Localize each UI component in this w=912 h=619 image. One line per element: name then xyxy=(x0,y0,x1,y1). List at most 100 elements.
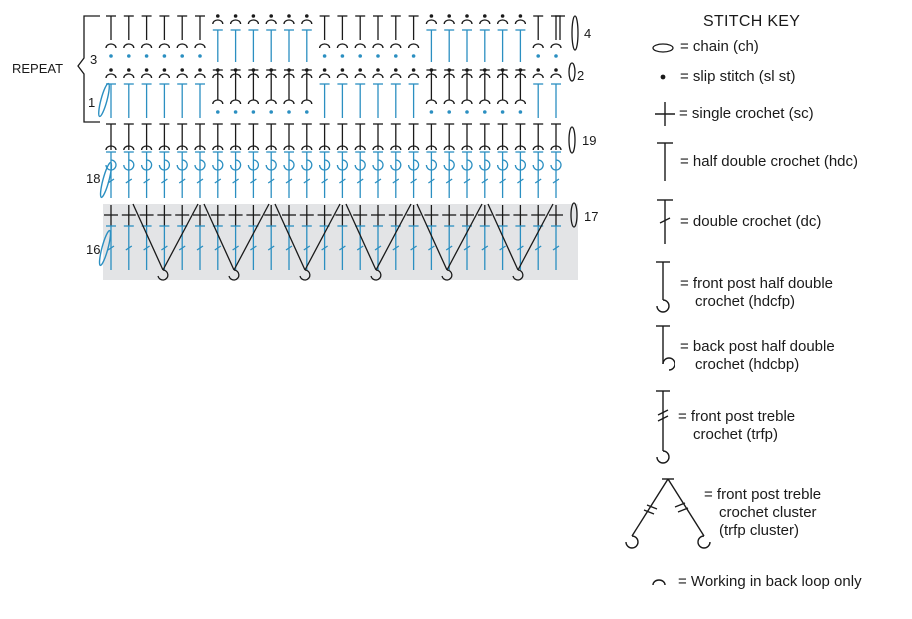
stitch-back-loop xyxy=(247,19,260,25)
cluster-leg xyxy=(345,203,377,271)
stitch-fp-hook xyxy=(140,159,153,171)
stitch-back-loop xyxy=(532,43,544,49)
turn-chain-row4 xyxy=(571,15,579,51)
stitch-back-loop xyxy=(229,145,242,151)
cluster-leg xyxy=(446,203,483,271)
stitch-fp-hook xyxy=(354,159,366,171)
stitch-dc-bar xyxy=(107,245,115,251)
stitch-back-loop xyxy=(229,99,242,105)
stitch-back-loop xyxy=(158,73,171,79)
stitch-back-loop xyxy=(123,43,135,49)
stitch-dc-bar xyxy=(445,178,453,184)
row-label-4: 4 xyxy=(584,26,592,41)
turn-chain-row18 xyxy=(99,161,113,199)
turn-chain-row1 xyxy=(98,82,110,118)
front-post-treble-cluster-icon xyxy=(625,478,711,549)
row-label-19: 19 xyxy=(582,133,597,148)
cluster-hook xyxy=(228,269,240,281)
stitch-back-loop xyxy=(158,43,171,49)
stitch-fp-hook xyxy=(425,159,438,171)
half-double-crochet-icon xyxy=(657,142,673,181)
stitch-back-loop xyxy=(354,43,366,49)
stitch-slip-blue xyxy=(536,54,540,58)
stitch-slip xyxy=(411,68,416,72)
stitch-dc-bar xyxy=(534,178,542,184)
key-item-hdc: = half double crochet (hdc) xyxy=(680,153,859,170)
stitch-dc-bar xyxy=(410,178,417,184)
stitch-dc-bar xyxy=(428,245,435,251)
stitch-back-loop xyxy=(140,145,153,151)
stitch-slip xyxy=(269,14,274,18)
stitch-fp-hook xyxy=(247,159,260,171)
stitch-fp-hook xyxy=(443,159,455,171)
stitch-dc-bar xyxy=(392,245,400,251)
stitch-back-loop xyxy=(301,145,313,151)
stitch-slip-blue xyxy=(251,110,256,114)
stitch-slip xyxy=(287,14,291,18)
cluster-leg xyxy=(233,203,270,271)
stitch-dc-bar xyxy=(250,245,257,251)
stitch-slip-blue xyxy=(269,110,274,114)
stitch-dc-bar xyxy=(178,245,186,251)
stitch-dc-bar xyxy=(463,178,471,184)
key-item-back-loop: = Working in back loop only xyxy=(678,573,862,590)
stitch-dc-bar xyxy=(517,245,524,251)
stitch-back-loop xyxy=(443,145,455,151)
crochet-chart xyxy=(77,14,579,281)
row-label-18: 18 xyxy=(86,171,101,186)
key-item-trfp-line1: = front post treble xyxy=(678,408,796,425)
stitch-back-loop xyxy=(550,145,562,151)
stitch-back-loop xyxy=(407,145,420,151)
stitch-dc-bar xyxy=(214,178,222,184)
stitch-back-loop xyxy=(229,19,242,25)
stitch-slip xyxy=(162,68,167,72)
stitch-fp-hook xyxy=(318,159,331,171)
stitch-back-loop xyxy=(443,19,455,25)
stitch-dc-bar xyxy=(481,245,489,251)
key-item-dc: = double crochet (dc) xyxy=(680,213,822,230)
stitch-fp-hook xyxy=(461,159,473,171)
stitch-back-loop xyxy=(390,73,402,79)
stitch-back-loop xyxy=(461,19,473,25)
stitch-back-loop xyxy=(354,73,366,79)
stitch-slip-blue xyxy=(216,110,220,114)
stitch-back-loop xyxy=(194,145,206,151)
stitch-slip-blue xyxy=(198,54,202,58)
stitch-back-loop xyxy=(247,99,260,105)
turn-chain-row19 xyxy=(568,126,576,154)
key-item-hdcbp-line1: = back post half double xyxy=(680,338,835,355)
stitch-back-loop xyxy=(354,145,366,151)
stitch-slip xyxy=(305,14,309,18)
row-label-3: 3 xyxy=(90,52,98,67)
stitch-slip xyxy=(358,68,363,72)
stitch-fp-hook xyxy=(265,159,277,171)
key-item-hdcfp-line2: crochet (hdcfp) xyxy=(695,293,796,310)
stitch-back-loop xyxy=(372,145,384,151)
stitch-slip xyxy=(127,68,131,72)
stitch-slip xyxy=(465,14,469,18)
stitch-back-loop xyxy=(123,73,135,79)
stitch-back-loop xyxy=(176,73,188,79)
stitch-back-loop xyxy=(176,43,188,49)
cluster-hook xyxy=(441,269,453,281)
stitch-slip-blue xyxy=(554,54,558,58)
stitch-back-loop xyxy=(390,43,402,49)
stitch-fp-hook xyxy=(283,159,295,171)
stitch-dc-bar xyxy=(445,245,453,251)
stitch-slip-blue xyxy=(233,110,238,114)
stitch-slip-blue xyxy=(358,54,363,58)
turn-chain-row2 xyxy=(568,62,576,82)
front-post-treble-icon xyxy=(656,390,670,464)
stitch-back-loop xyxy=(372,73,384,79)
row-label-16: 16 xyxy=(86,242,101,257)
stitch-slip xyxy=(109,68,113,72)
stitch-dc-bar xyxy=(196,178,204,184)
stitch-slip xyxy=(518,14,523,18)
stitch-back-loop xyxy=(496,145,509,151)
stitch-dc-bar xyxy=(232,178,239,184)
stitch-back-loop xyxy=(247,145,260,151)
stitch-slip-blue xyxy=(340,54,345,58)
single-crochet-cross-icon xyxy=(655,102,675,126)
stitch-slip xyxy=(322,68,327,72)
stitch-back-loop xyxy=(407,43,420,49)
